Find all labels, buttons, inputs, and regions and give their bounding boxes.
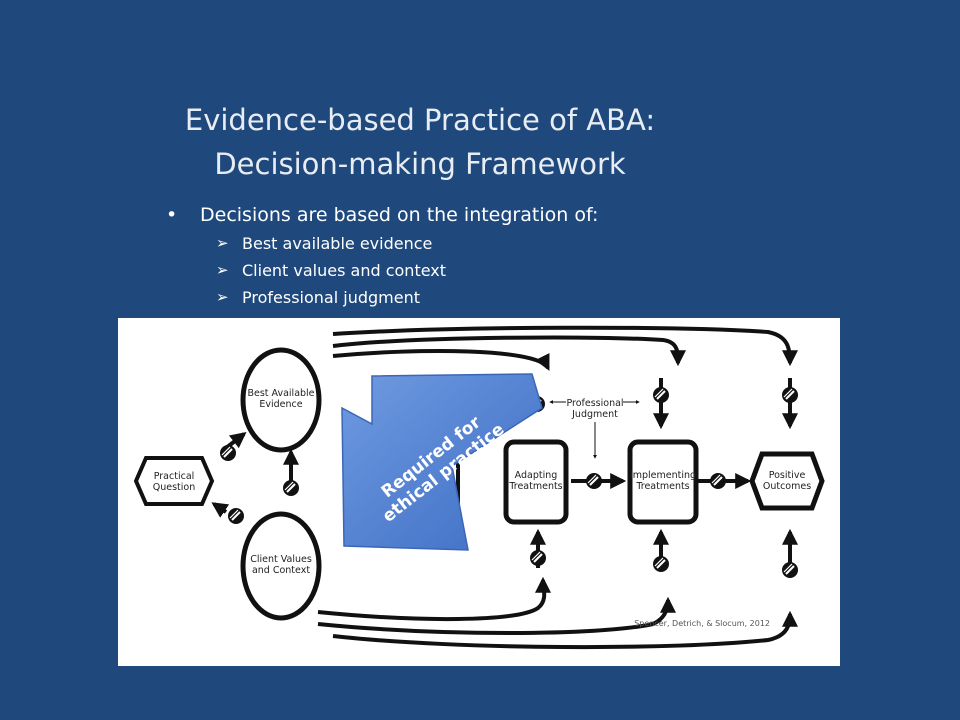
framework-diagram-svg: Practical Question Best Available Eviden… [133,325,825,650]
bullet-dot-icon: • [166,204,178,226]
title-line-1: Evidence-based Practice of ABA: [184,103,656,137]
bullet-list: • Decisions are based on the integration… [162,200,598,311]
bullet-main-text: Decisions are based on the integration o… [200,204,599,226]
framework-diagram: Practical Question Best Available Eviden… [118,318,840,666]
node-label: Treatments [635,481,689,492]
node-label: Positive [769,470,806,481]
node-label: Evidence [259,399,302,410]
node-label: Outcomes [763,481,811,492]
slide-title: Evidence-based Practice of ABA: Decision… [120,98,720,186]
sub-item-text: Best available evidence [242,234,433,253]
professional-judgment-label: Professional Judgment [566,398,623,420]
node-label: Adapting [515,470,558,481]
node-label: Question [153,482,196,493]
outer-arrows [317,325,798,650]
arrow-bullet-icon: ➢ [216,234,229,252]
svg-text:Judgment: Judgment [571,409,618,420]
node-client-values: Client Values and Context [240,511,322,621]
sub-item-text: Professional judgment [242,288,420,307]
bullet-main: • Decisions are based on the integration… [162,200,598,230]
professional-judgment-arrows [549,400,640,459]
node-label: Best Available [247,388,314,399]
node-label: Implementing [630,470,696,481]
node-label: Practical [154,471,195,482]
svg-text:Professional: Professional [566,398,623,409]
arrow-bullet-icon: ➢ [216,261,229,279]
node-label: Treatments [508,481,562,492]
node-implementing-treatments: Implementing Treatments [627,439,699,525]
sub-item: ➢ Client values and context [162,257,598,284]
node-practical-question: Practical Question [133,456,215,506]
node-label: Client Values [250,554,312,565]
arrow-bullet-icon: ➢ [216,288,229,306]
node-best-available-evidence: Best Available Evidence [240,347,322,453]
sub-item: ➢ Professional judgment [162,284,598,311]
node-adapting-treatments: Adapting Treatments [503,439,569,525]
node-label: and Context [252,565,310,576]
sub-item-text: Client values and context [242,261,447,280]
citation: Spencer, Detrich, & Slocum, 2012 [634,619,770,628]
node-positive-outcomes: Positive Outcomes [749,451,825,511]
title-line-2: Decision-making Framework [214,147,626,181]
sub-item: ➢ Best available evidence [162,230,598,257]
